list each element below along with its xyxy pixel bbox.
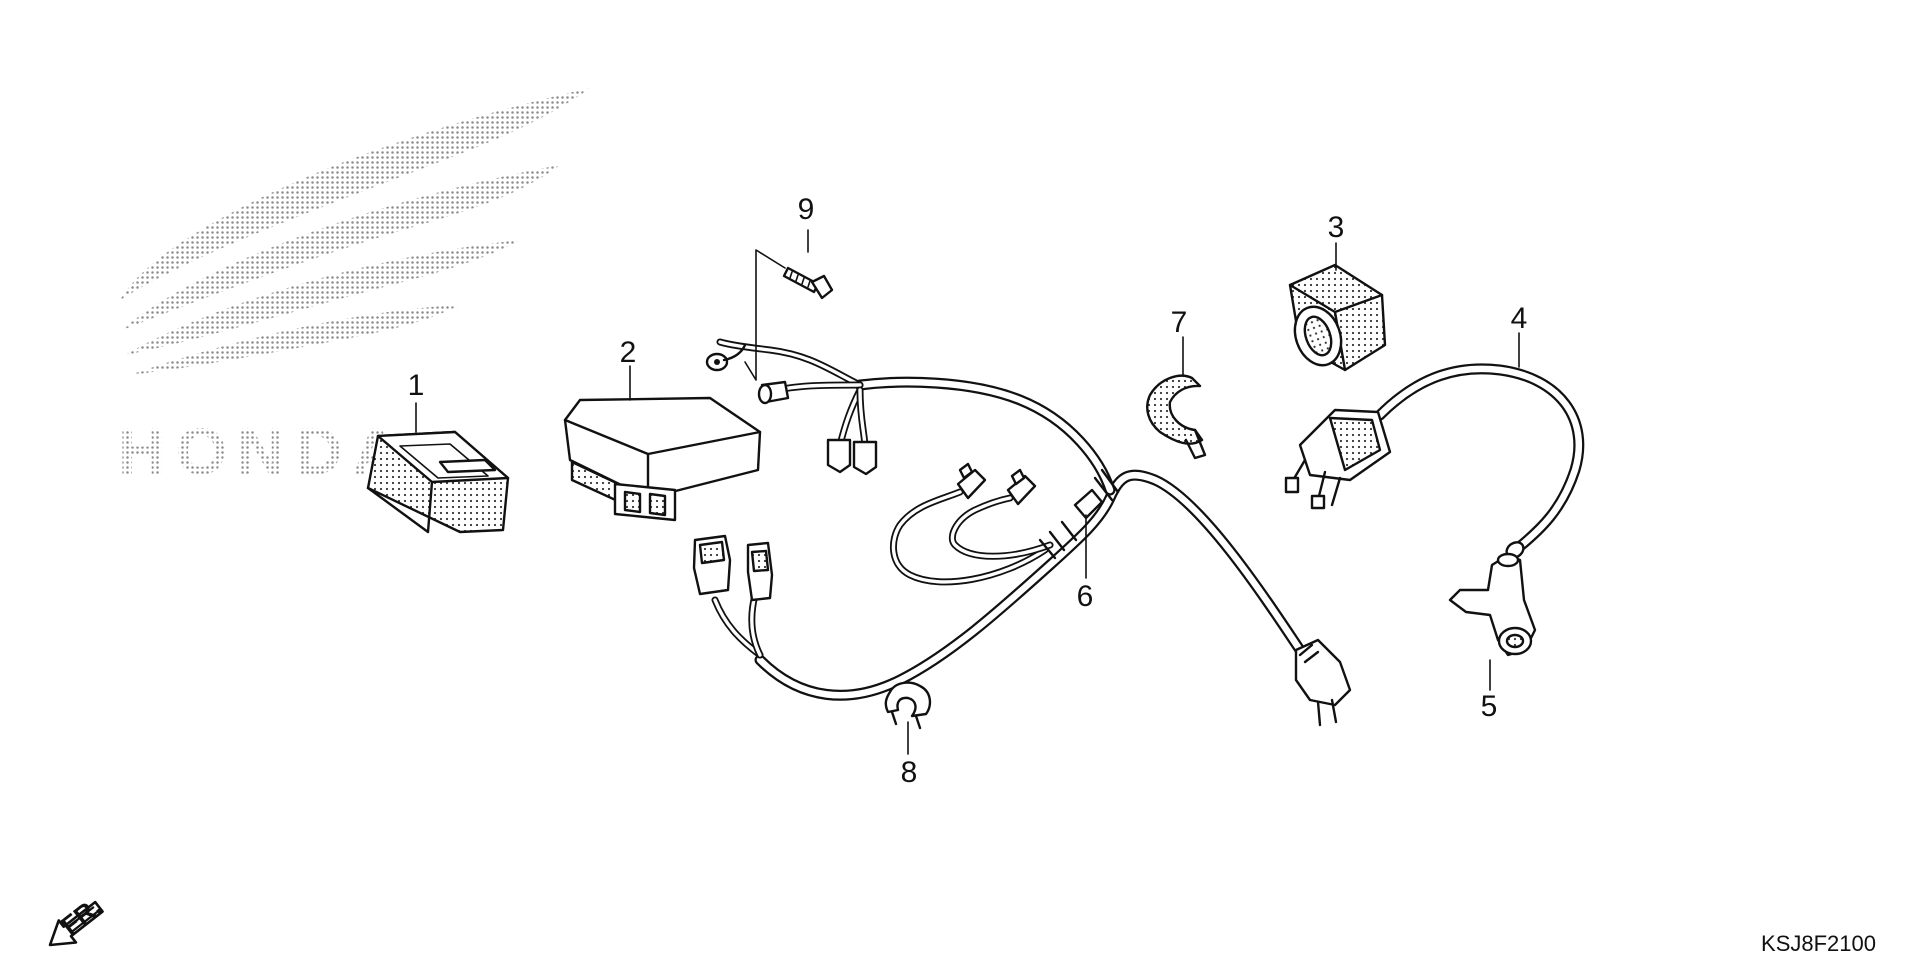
- front-direction-marker: FR.: [48, 891, 107, 947]
- callout-4: 4: [1511, 302, 1528, 335]
- callout-1: 1: [408, 369, 425, 402]
- callout-9: 9: [798, 193, 815, 226]
- part-5-spark-plug-cap: [1448, 552, 1537, 657]
- honda-wing-watermark: HONDA: [118, 88, 590, 488]
- callout-7: 7: [1171, 306, 1188, 339]
- callout-3: 3: [1328, 211, 1345, 244]
- part-9-screw: [782, 266, 834, 300]
- leader-lines: [415, 229, 1520, 755]
- part-7-wire-clip: [1146, 374, 1207, 460]
- diagram-code: KSJ8F2100: [1761, 931, 1876, 956]
- callout-6: 6: [1077, 580, 1094, 613]
- part-4-ignition-coil: [1284, 363, 1585, 559]
- part-2-cdi-unit: [563, 396, 762, 522]
- honda-wordmark: HONDA: [118, 414, 410, 488]
- part-1-cover: [366, 430, 510, 534]
- front-arrow-icon: [48, 900, 104, 947]
- callout-2: 2: [620, 336, 637, 369]
- part-6-wire-harness: [692, 338, 1352, 727]
- callout-8: 8: [901, 756, 918, 789]
- part-8-band-clamp: [884, 681, 932, 730]
- callout-numbers: 1 2 3 4 5 6 7 8 9: [408, 193, 1528, 789]
- part-3-rubber-mount: [1288, 263, 1387, 372]
- callout-5: 5: [1481, 690, 1498, 723]
